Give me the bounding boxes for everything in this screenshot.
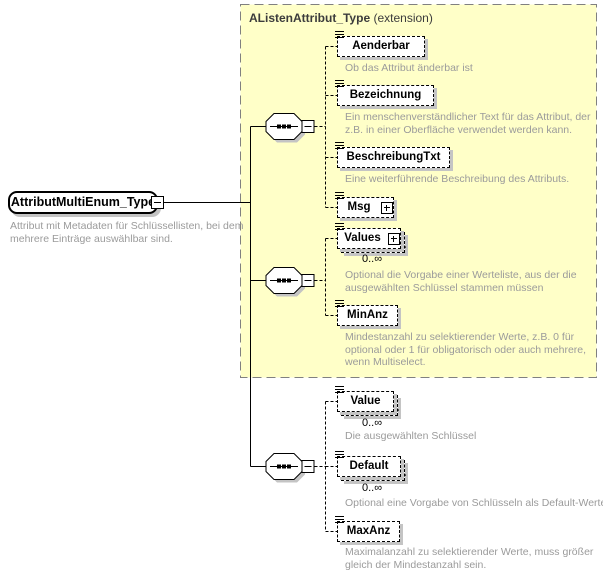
element-name: BeschreibungTxt	[346, 151, 441, 163]
extension-title: AListenAttribut_Type (extension)	[249, 11, 433, 25]
element-name: Aenderbar	[352, 40, 410, 52]
collapse-minus-icon[interactable]	[151, 196, 164, 209]
element-box-value[interactable]: Value	[335, 386, 394, 412]
element-icon	[335, 80, 344, 87]
cardinality-label: 0..∞	[362, 253, 383, 265]
element-box-values[interactable]: Values	[335, 223, 401, 249]
element-description: Maximalanzahl zu selektierender Werte, m…	[345, 546, 594, 571]
cardinality-label: 0..∞	[362, 482, 383, 494]
cardinality-label: 0..∞	[362, 417, 383, 429]
element-box-minanz[interactable]: MinAnz	[335, 300, 398, 326]
element-description: Eine weiterführende Beschreibung des Att…	[345, 173, 570, 185]
element-icon	[335, 31, 344, 38]
element-name: Default	[349, 460, 389, 472]
element-box-bezeichnung[interactable]: Bezeichnung	[335, 80, 434, 106]
element-description: Optional eine Vorgabe von Schlüsseln als…	[345, 497, 603, 509]
element-box-maxanz[interactable]: MaxAnz	[335, 516, 400, 542]
element-description: Die ausgewählten Schlüssel	[345, 430, 477, 442]
element-description: Mindestanzahl zu selektierender Werte, z…	[345, 331, 587, 368]
element-icon	[335, 142, 344, 149]
element-name: Msg	[347, 201, 371, 213]
element-name: MinAnz	[347, 309, 388, 321]
expand-plus-icon[interactable]	[388, 232, 400, 245]
element-box-aenderbar[interactable]: Aenderbar	[335, 31, 425, 57]
dashed-connectors	[314, 46, 337, 532]
element-description: Ein menschenverständlicher Text für das …	[345, 111, 591, 136]
root-element-box[interactable]: AttributMultiEnum_Type	[8, 191, 158, 214]
element-name: Values	[344, 232, 381, 244]
sequence-icon[interactable]	[265, 453, 315, 483]
element-description: Ob das Attribut änderbar ist	[345, 62, 473, 74]
element-icon	[335, 192, 344, 199]
element-name: MaxAnz	[346, 525, 391, 537]
element-box-beschreibungtxt[interactable]: BeschreibungTxt	[335, 142, 450, 168]
element-box-default[interactable]: Default	[335, 451, 401, 477]
element-name: Bezeichnung	[349, 89, 422, 101]
element-icon	[335, 300, 344, 307]
element-name: Value	[350, 395, 381, 407]
root-element-description: Attribut mit Metadaten für Schlüssellist…	[10, 220, 244, 245]
extension-suffix: (extension)	[373, 11, 433, 25]
element-icon	[335, 223, 344, 230]
root-element-name: AttributMultiEnum_Type	[10, 195, 156, 209]
expand-plus-icon[interactable]	[381, 201, 393, 214]
element-icon	[335, 451, 344, 458]
element-icon	[335, 516, 344, 523]
solid-connectors	[164, 126, 266, 467]
element-description: Optional die Vorgabe einer Werteliste, a…	[345, 269, 577, 294]
extension-type-name: AListenAttribut_Type	[249, 11, 371, 25]
extension-box	[240, 4, 597, 378]
element-box-msg[interactable]: Msg	[335, 192, 394, 218]
element-icon	[335, 386, 344, 393]
